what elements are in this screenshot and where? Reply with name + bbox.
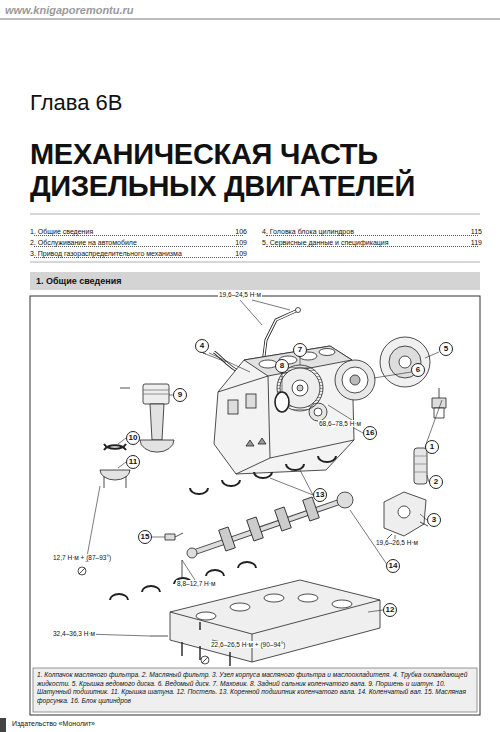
label: 119	[469, 239, 482, 247]
dot-leader	[34, 235, 243, 236]
label: 68,6–78,5 Н·м	[318, 420, 362, 427]
label: 109	[233, 250, 247, 258]
section-heading: 1. Общие сведения	[36, 276, 122, 286]
callout-number: 11	[126, 455, 140, 469]
callout-number: 12	[383, 603, 397, 617]
torque-value: 22,6–26,5 Н·м + (90–94°)	[210, 641, 286, 648]
callout-number: 7	[293, 343, 307, 357]
torque-value: 32,4–36,3 Н·м	[52, 630, 96, 637]
callout-number: 5	[439, 342, 453, 356]
label: 3. Привод газораспределительного механиз…	[30, 250, 184, 258]
toc-entry: 4. Головка блока цилиндров	[262, 228, 356, 235]
label: 12,7 Н·м + (87–93°)	[52, 554, 112, 561]
callout-number: 15	[138, 530, 152, 544]
page-number: 109	[233, 250, 247, 257]
label: Глава 6В	[30, 90, 122, 116]
label: 8,8–12,7 Н·м	[176, 580, 216, 587]
page-number: 106	[233, 228, 247, 235]
label: 5. Сервисные данные и спецификация	[262, 239, 391, 247]
dot-leader	[266, 246, 478, 247]
toc-entry: 2. Обслуживание на автомобиле	[30, 239, 139, 246]
callout-number: 4	[195, 339, 209, 353]
callout-text: 8	[280, 362, 284, 370]
label: 109	[233, 239, 247, 247]
torque-value: 8,8–12,7 Н·м	[176, 580, 216, 587]
parts	[100, 308, 446, 667]
callout-text: 13	[316, 491, 325, 499]
torque-value: 19,6–26,5 Н·м	[375, 539, 419, 546]
label: 1. Общие сведения	[30, 228, 95, 236]
chapter-number: Глава 6В	[30, 90, 122, 115]
top-rule	[0, 18, 500, 20]
caption-box	[33, 668, 477, 712]
callout-number: 1	[425, 440, 439, 454]
section-band: 1. Общие сведения	[30, 272, 480, 290]
callout-text: 6	[416, 366, 420, 374]
callout-text: 2	[434, 478, 438, 486]
callout-number: 3	[427, 513, 441, 527]
label: 19,6–24,5 Н·м	[218, 291, 262, 298]
toc-entry: 1. Общие сведения	[30, 228, 95, 235]
rule	[30, 214, 480, 215]
callout-text: 10	[129, 434, 138, 442]
callout-text: 14	[389, 562, 398, 570]
dot-leader	[34, 246, 243, 247]
page-number: 115	[469, 228, 482, 235]
callout-number: 10	[126, 431, 140, 445]
callout-text: 11	[129, 458, 137, 466]
footer-bar	[0, 718, 6, 732]
label: 4. Головка блока цилиндров	[262, 228, 356, 236]
figure-caption: 1. Колпачок масляного фильтра. 2. Маслян…	[37, 671, 473, 705]
callout-number: 9	[173, 388, 187, 402]
page-number: 119	[469, 239, 482, 246]
callout-number: 6	[411, 363, 425, 377]
toc-entry: 5. Сервисные данные и спецификация	[262, 239, 391, 246]
chapter-title: МЕХАНИЧЕСКАЯ ЧАСТЬ ДИЗЕЛЬНЫХ ДВИГАТЕЛЕЙ	[30, 138, 475, 203]
callout-number: 13	[313, 488, 327, 502]
callout-text: 4	[200, 342, 204, 350]
rule	[30, 262, 480, 263]
watermark: www.knigaporemontu.ru	[5, 4, 134, 16]
label: 22,6–26,5 Н·м + (90–94°)	[210, 641, 286, 648]
caption-text: 1. Колпачок масляного фильтра. 2. Маслян…	[37, 671, 467, 704]
callout-text: 9	[178, 391, 182, 399]
dot-leader	[266, 235, 478, 236]
callout-number: 2	[429, 475, 443, 489]
label: 32,4–36,3 Н·м	[52, 630, 96, 637]
callout-number: 8	[275, 359, 289, 373]
callout-text: 12	[386, 606, 395, 614]
callout-text: 16	[366, 429, 375, 437]
torque-value: 12,7 Н·м + (87–93°)	[52, 554, 112, 561]
label: www.knigaporemontu.ru	[5, 4, 134, 16]
torque-value: 68,6–78,5 Н·м	[318, 420, 362, 427]
leader-lines	[85, 300, 442, 645]
callout-text: 3	[432, 516, 436, 524]
page-number: 109	[233, 239, 247, 246]
dot-leader	[34, 257, 243, 258]
callout-number: 16	[363, 426, 377, 440]
callout-text: 5	[444, 345, 448, 353]
label: 115	[469, 228, 482, 236]
publisher: Издательство «Монолит»	[12, 720, 95, 727]
figure-frame	[30, 296, 480, 715]
callout-text: 15	[141, 533, 150, 541]
label: Издательство «Монолит»	[12, 720, 95, 727]
callout-text: 1	[430, 443, 434, 451]
label: 19,6–26,5 Н·м	[375, 539, 419, 546]
callout-number: 14	[386, 559, 400, 573]
torque-value: 19,6–24,5 Н·м	[218, 291, 262, 298]
label: 106	[233, 228, 247, 236]
title-text: МЕХАНИЧЕСКАЯ ЧАСТЬ ДИЗЕЛЬНЫХ ДВИГАТЕЛЕЙ	[30, 138, 415, 202]
label: 2. Обслуживание на автомобиле	[30, 239, 139, 247]
toc-entry: 3. Привод газораспределительного механиз…	[30, 250, 184, 257]
callout-text: 7	[298, 346, 302, 354]
